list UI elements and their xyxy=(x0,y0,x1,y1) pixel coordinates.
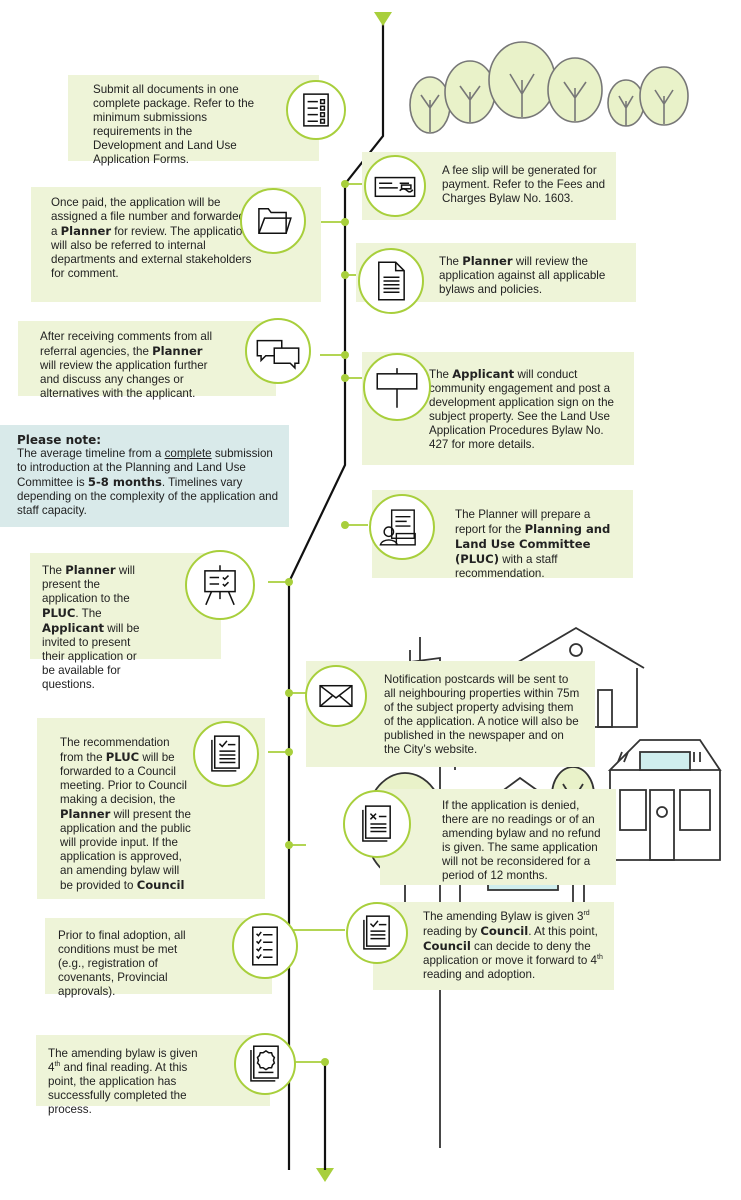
step-notify-text: Notification postcards will be sent to a… xyxy=(384,673,579,756)
step-text-part: reading and adoption. xyxy=(423,968,536,981)
step-fourth: The amending bylaw is given 4th and fina… xyxy=(36,1035,270,1116)
step-text-part: PLUC xyxy=(105,750,140,764)
step-text-part: After receiving comments from all referr… xyxy=(40,330,213,358)
envelope-icon xyxy=(305,665,367,727)
start-arrow xyxy=(374,12,392,26)
step-text-part: Prior to final adoption, all conditions … xyxy=(58,929,186,998)
step-text-part: Council xyxy=(423,939,471,953)
step-text-part: Submit all documents in one complete pac… xyxy=(93,83,255,166)
cheque-icon xyxy=(364,155,426,217)
step-text-part: . The xyxy=(75,607,102,620)
step-report-text: The Planner will prepare a report for th… xyxy=(455,508,610,580)
step-comments-text: After receiving comments from all referr… xyxy=(40,330,212,400)
please-note-title: Please note: xyxy=(17,433,102,447)
step-text-part: will conduct community engagement and po… xyxy=(429,368,614,451)
step-text-part: Planner xyxy=(152,344,203,358)
step-fourth-text: The amending bylaw is given 4th and fina… xyxy=(48,1047,198,1116)
step-report: The Planner will prepare a report for th… xyxy=(372,490,633,580)
step-text-part: . At this point, xyxy=(528,925,598,938)
step-text-part: will review the application further and … xyxy=(40,359,208,400)
step-text-part: If the application is denied, there are … xyxy=(442,799,601,882)
step-third: The amending Bylaw is given 3rd reading … xyxy=(373,902,614,990)
step-text-part: The xyxy=(429,368,453,381)
step-text-part: will be invited to present their applica… xyxy=(42,622,140,691)
note-text-middle: submission to introduction at the Planni… xyxy=(17,447,273,489)
please-note-box: Please note: The average timeline from a… xyxy=(0,425,289,527)
step-text-part: The xyxy=(439,255,463,268)
step-text-part: reading by xyxy=(423,925,481,938)
step-notify: Notification postcards will be sent to a… xyxy=(306,661,595,767)
step-text-part: Planner xyxy=(65,563,116,577)
folder-icon xyxy=(240,188,306,254)
step-text-part: th xyxy=(54,1061,61,1069)
step-denied: If the application is denied, there are … xyxy=(380,789,616,885)
timeline-line xyxy=(287,20,385,1170)
note-text-after: . Timelines vary depending on the comple… xyxy=(17,476,279,517)
checked-document-icon xyxy=(193,721,259,787)
end-arrow xyxy=(316,1168,334,1182)
step-submit: Submit all documents in one complete pac… xyxy=(68,75,319,166)
step-text-part: Notification postcards will be sent to a… xyxy=(384,673,580,756)
step-text-part: Once paid, the application will be assig… xyxy=(51,196,258,238)
step-text-part: can decide to deny the application or mo… xyxy=(423,940,597,967)
step-submit-text: Submit all documents in one complete pac… xyxy=(93,83,254,166)
step-text-part: Applicant xyxy=(452,367,515,381)
step-text-part: Applicant xyxy=(42,621,105,635)
trees-illustration xyxy=(409,41,689,134)
report-meeting-icon xyxy=(369,494,435,560)
step-text-part: th xyxy=(597,954,603,962)
step-text-part: Council xyxy=(480,924,529,938)
step-review-text: The Planner will review the application … xyxy=(439,254,606,296)
step-paid-text: Once paid, the application will be assig… xyxy=(51,196,258,280)
checklist-document-icon xyxy=(232,913,298,979)
step-text-part: Planner xyxy=(462,254,513,268)
step-third-text: The amending Bylaw is given 3rd reading … xyxy=(423,910,603,981)
step-text-part: will present the application and the pub… xyxy=(60,808,191,892)
presentation-board-icon xyxy=(185,550,255,620)
step-engage-text: The Applicant will conduct community eng… xyxy=(429,367,614,451)
step-text-part: Planner xyxy=(60,224,112,238)
step-text-part: The amending Bylaw is given 3 xyxy=(423,910,584,923)
step-text-part: will be forwarded to a Council meeting. … xyxy=(60,751,187,806)
step-text-part: Planner xyxy=(60,807,111,821)
step-text-part: will present the application to the xyxy=(42,564,135,605)
note-bold: 5-8 months xyxy=(87,475,162,489)
step-text-part: for review. The application will also be… xyxy=(51,225,252,280)
document-icon xyxy=(358,248,424,314)
step-present-text: The Planner will present the application… xyxy=(42,563,140,691)
step-text-part: The recommendation from the xyxy=(60,736,170,764)
step-comments: After receiving comments from all referr… xyxy=(18,321,276,400)
step-text-part: PLUC xyxy=(42,606,76,620)
step-conditions-text: Prior to final adoption, all conditions … xyxy=(58,929,186,998)
step-text-part: will review the application against all … xyxy=(439,255,606,296)
denied-document-icon xyxy=(343,790,411,858)
step-text-part: rd xyxy=(583,910,590,918)
step-conditions: Prior to final adoption, all conditions … xyxy=(45,918,272,998)
step-text-part: The xyxy=(42,564,66,577)
step-text-part: The Planner will prepare a report for th… xyxy=(455,508,591,536)
sign-post-icon xyxy=(363,353,431,421)
note-underline: complete xyxy=(164,447,212,460)
step-text-part: A fee slip will be generated for payment… xyxy=(442,164,606,205)
step-text-part: and final reading. At this point, the ap… xyxy=(48,1061,188,1116)
step-denied-text: If the application is denied, there are … xyxy=(442,799,601,882)
step-fee-text: A fee slip will be generated for payment… xyxy=(442,164,605,205)
step-text-part: with a staff recommendation. xyxy=(455,553,558,580)
certificate-icon xyxy=(234,1033,296,1095)
step-recommend-text: The recommendation from the PLUC will be… xyxy=(60,736,191,892)
step-text-part: The amending bylaw is given 4 xyxy=(48,1047,198,1074)
step-text-part: Council xyxy=(136,878,185,892)
checked-document-icon-2 xyxy=(346,902,408,964)
step-text-part: Planning and Land Use Committee (PLUC) xyxy=(455,522,611,566)
checklist-icon xyxy=(286,80,346,140)
note-text-before: The average timeline from a xyxy=(17,447,165,460)
speech-bubbles-icon xyxy=(245,318,311,384)
